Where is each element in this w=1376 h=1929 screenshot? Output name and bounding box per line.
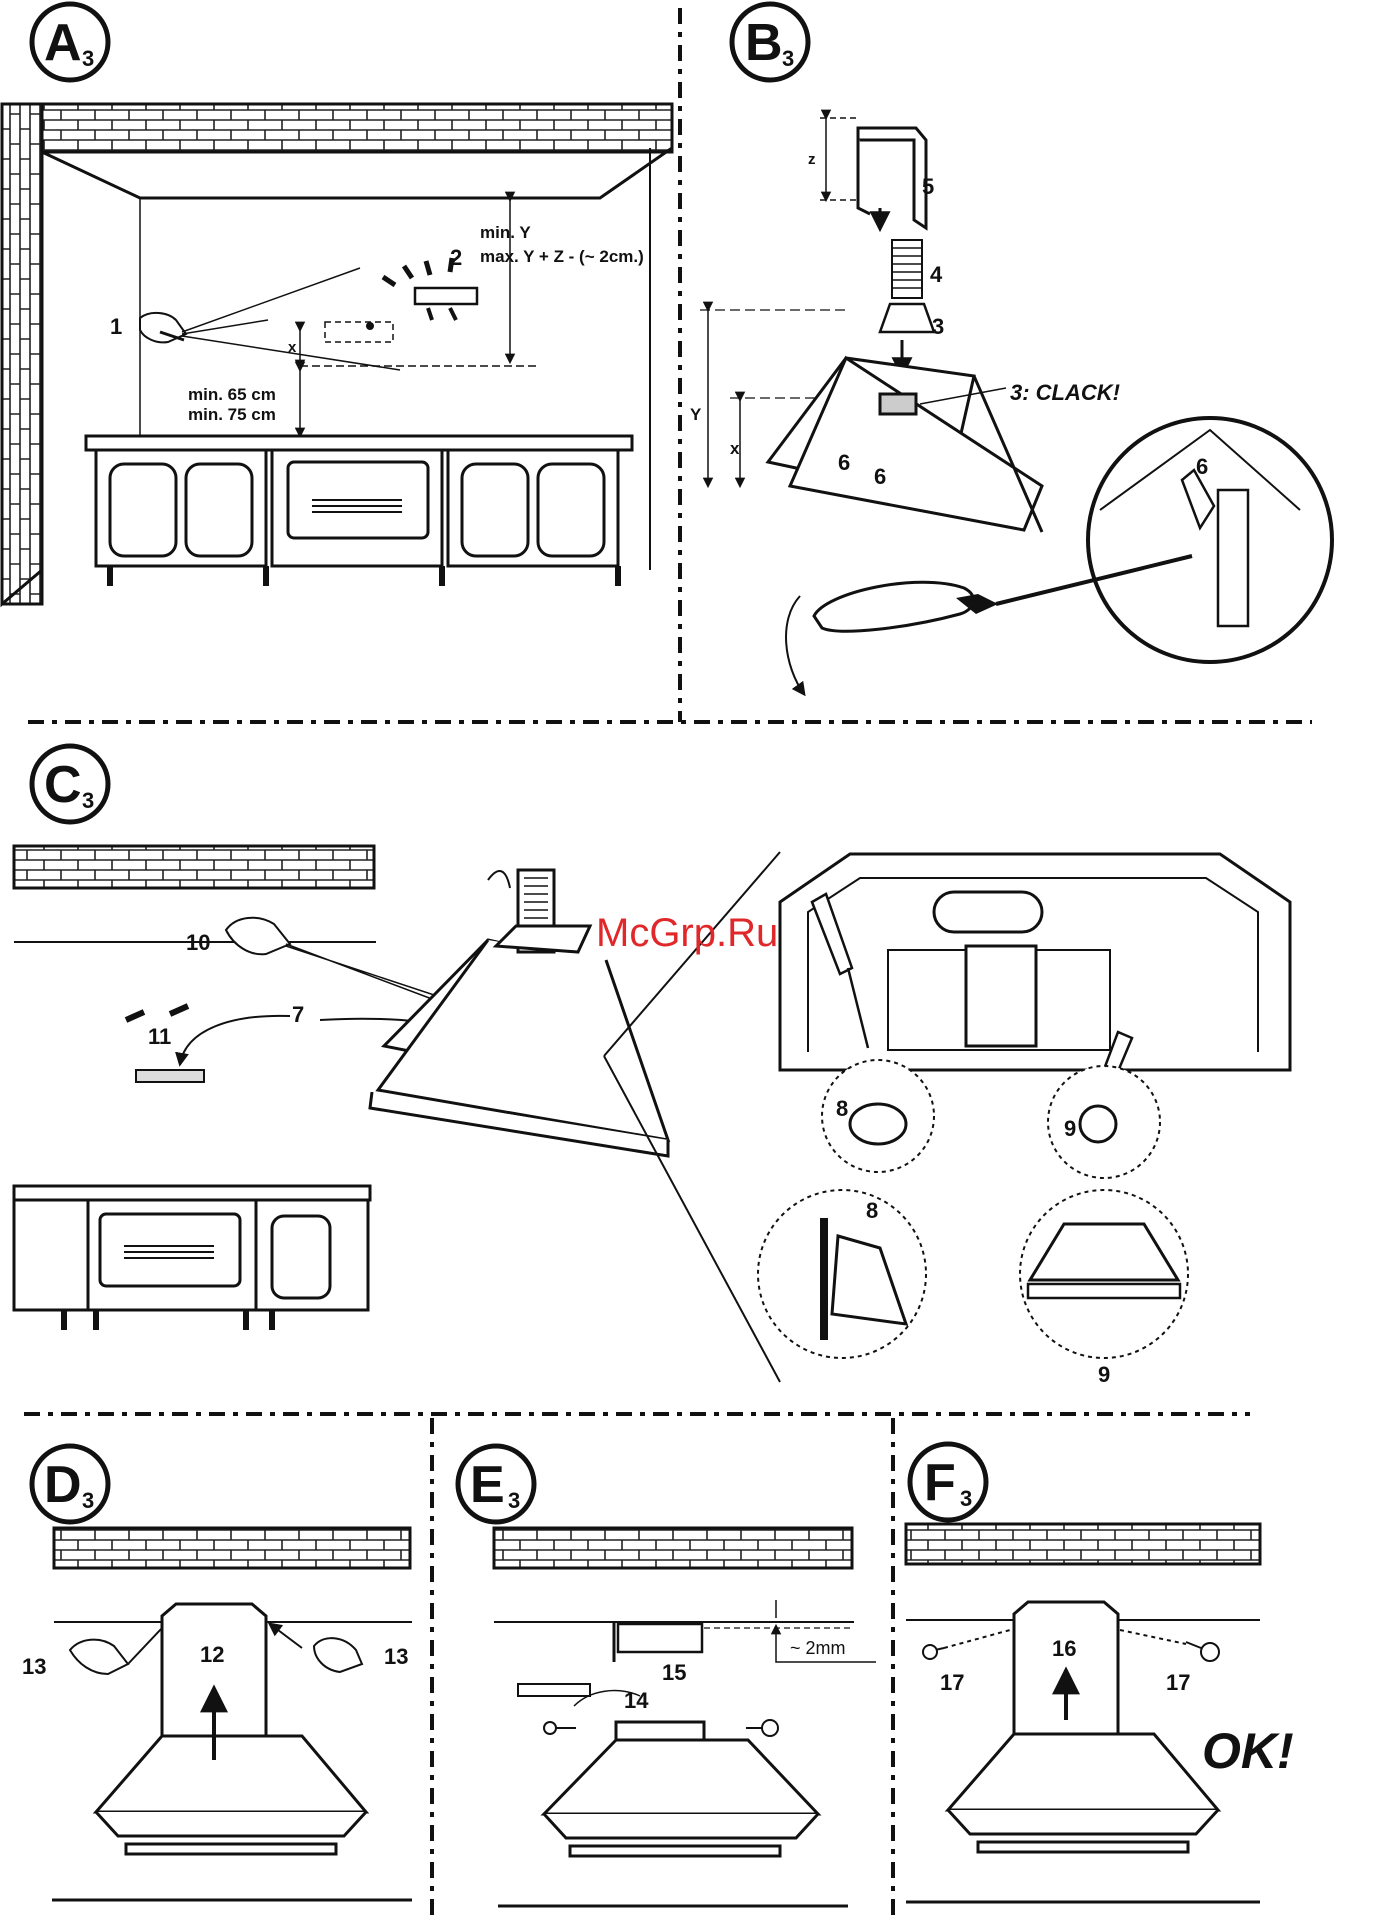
bracket-icon	[618, 1624, 702, 1652]
wall-bracket-icon	[383, 258, 477, 320]
svg-text:7: 7	[292, 1002, 304, 1027]
watermark: McGrp.Ru	[596, 911, 778, 955]
svg-text:10: 10	[186, 930, 210, 955]
panel-d: D 3 12 13 13	[22, 1446, 412, 1900]
ceiling-bricks	[14, 846, 374, 888]
chimney-cover-icon	[858, 128, 926, 228]
svg-text:x: x	[288, 339, 297, 356]
panel-f: F 3 16 17 17 OK!	[906, 1444, 1294, 1902]
svg-text:3: 3	[82, 1488, 94, 1513]
panel-f-badge: F 3	[910, 1444, 986, 1520]
svg-text:E: E	[470, 1456, 505, 1514]
ceiling-bricks	[54, 1528, 410, 1568]
drill-icon	[140, 313, 186, 342]
svg-text:C: C	[44, 756, 82, 814]
svg-text:6: 6	[838, 450, 850, 475]
svg-text:~ 2mm: ~ 2mm	[790, 1638, 846, 1658]
bracket-icon	[136, 1070, 204, 1082]
svg-text:3: 3	[782, 46, 794, 71]
svg-text:9: 9	[1064, 1116, 1076, 1141]
panel-b-badge: B 3	[732, 4, 808, 80]
svg-text:3: 3	[960, 1486, 972, 1511]
panel-b: B 3 5 z 4 3 3: CLACK! 6 6	[690, 4, 1332, 694]
panel-e: E 3 15 14 ~ 2mm	[458, 1446, 876, 1906]
svg-text:B: B	[745, 14, 783, 72]
drill-icon-right	[314, 1638, 362, 1672]
ceiling-bricks	[2, 104, 672, 152]
svg-text:16: 16	[1052, 1636, 1076, 1661]
svg-text:13: 13	[384, 1644, 408, 1669]
svg-text:OK!: OK!	[1202, 1723, 1294, 1779]
svg-text:D: D	[44, 1456, 82, 1514]
panel-c: C 3 10 11 7	[14, 746, 1290, 1387]
svg-text:1: 1	[110, 314, 122, 339]
svg-text:8: 8	[866, 1198, 878, 1223]
svg-text:min. 65 cm: min. 65 cm	[188, 385, 276, 404]
svg-text:3: 3	[82, 46, 94, 71]
kitchen-counter-icon	[86, 436, 632, 586]
bracket-small-icon	[518, 1684, 590, 1696]
svg-text:17: 17	[1166, 1670, 1190, 1695]
panel-e-badge: E 3	[458, 1446, 534, 1522]
svg-text:3: 3	[932, 314, 944, 339]
flexible-duct-icon	[892, 240, 922, 298]
drill-icon-left	[70, 1640, 128, 1674]
hood-body-icon	[768, 358, 1042, 532]
adapter-ring-icon	[880, 304, 934, 332]
panel-c-badge: C 3	[32, 746, 108, 822]
svg-text:3: 3	[82, 788, 94, 813]
svg-text:Y: Y	[690, 405, 702, 424]
svg-text:6: 6	[1196, 454, 1208, 479]
svg-text:17: 17	[940, 1670, 964, 1695]
wall-plugs-icon	[126, 1006, 188, 1020]
svg-text:11: 11	[148, 1024, 171, 1049]
svg-text:min. 75 cm: min. 75 cm	[188, 405, 276, 424]
zoom-clip-detail	[1088, 418, 1332, 662]
svg-text:15: 15	[662, 1660, 686, 1685]
svg-text:4: 4	[930, 262, 943, 287]
panel-a: A 3 2 1 x min. Y max. Y	[2, 4, 672, 604]
svg-text:z: z	[808, 151, 816, 168]
svg-text:F: F	[924, 1454, 956, 1512]
hood-body-icon	[544, 1722, 818, 1856]
svg-text:12: 12	[200, 1642, 224, 1667]
panel-d-badge: D 3	[32, 1446, 108, 1522]
wall-bricks	[2, 104, 42, 604]
svg-text:3: CLACK!: 3: CLACK!	[1010, 380, 1120, 405]
hood-body-icon	[948, 1602, 1218, 1852]
svg-text:5: 5	[922, 174, 934, 199]
svg-text:13: 13	[22, 1654, 46, 1679]
drill-icon	[226, 918, 290, 955]
kitchen-counter-icon	[14, 1186, 370, 1330]
zoom-top-view-detail	[780, 854, 1290, 1070]
panel-a-badge: A 3	[32, 4, 108, 80]
ceiling-bricks	[494, 1528, 852, 1568]
ceiling-bricks	[906, 1524, 1260, 1564]
svg-text:A: A	[44, 14, 82, 72]
svg-text:6: 6	[874, 464, 886, 489]
svg-text:9: 9	[1098, 1362, 1110, 1387]
svg-text:min. Y: min. Y	[480, 223, 531, 242]
svg-text:3: 3	[508, 1488, 520, 1513]
svg-text:2: 2	[450, 245, 462, 270]
svg-text:max. Y + Z - (~ 2cm.): max. Y + Z - (~ 2cm.)	[480, 247, 644, 266]
svg-text:x: x	[730, 439, 740, 458]
svg-text:8: 8	[836, 1096, 848, 1121]
